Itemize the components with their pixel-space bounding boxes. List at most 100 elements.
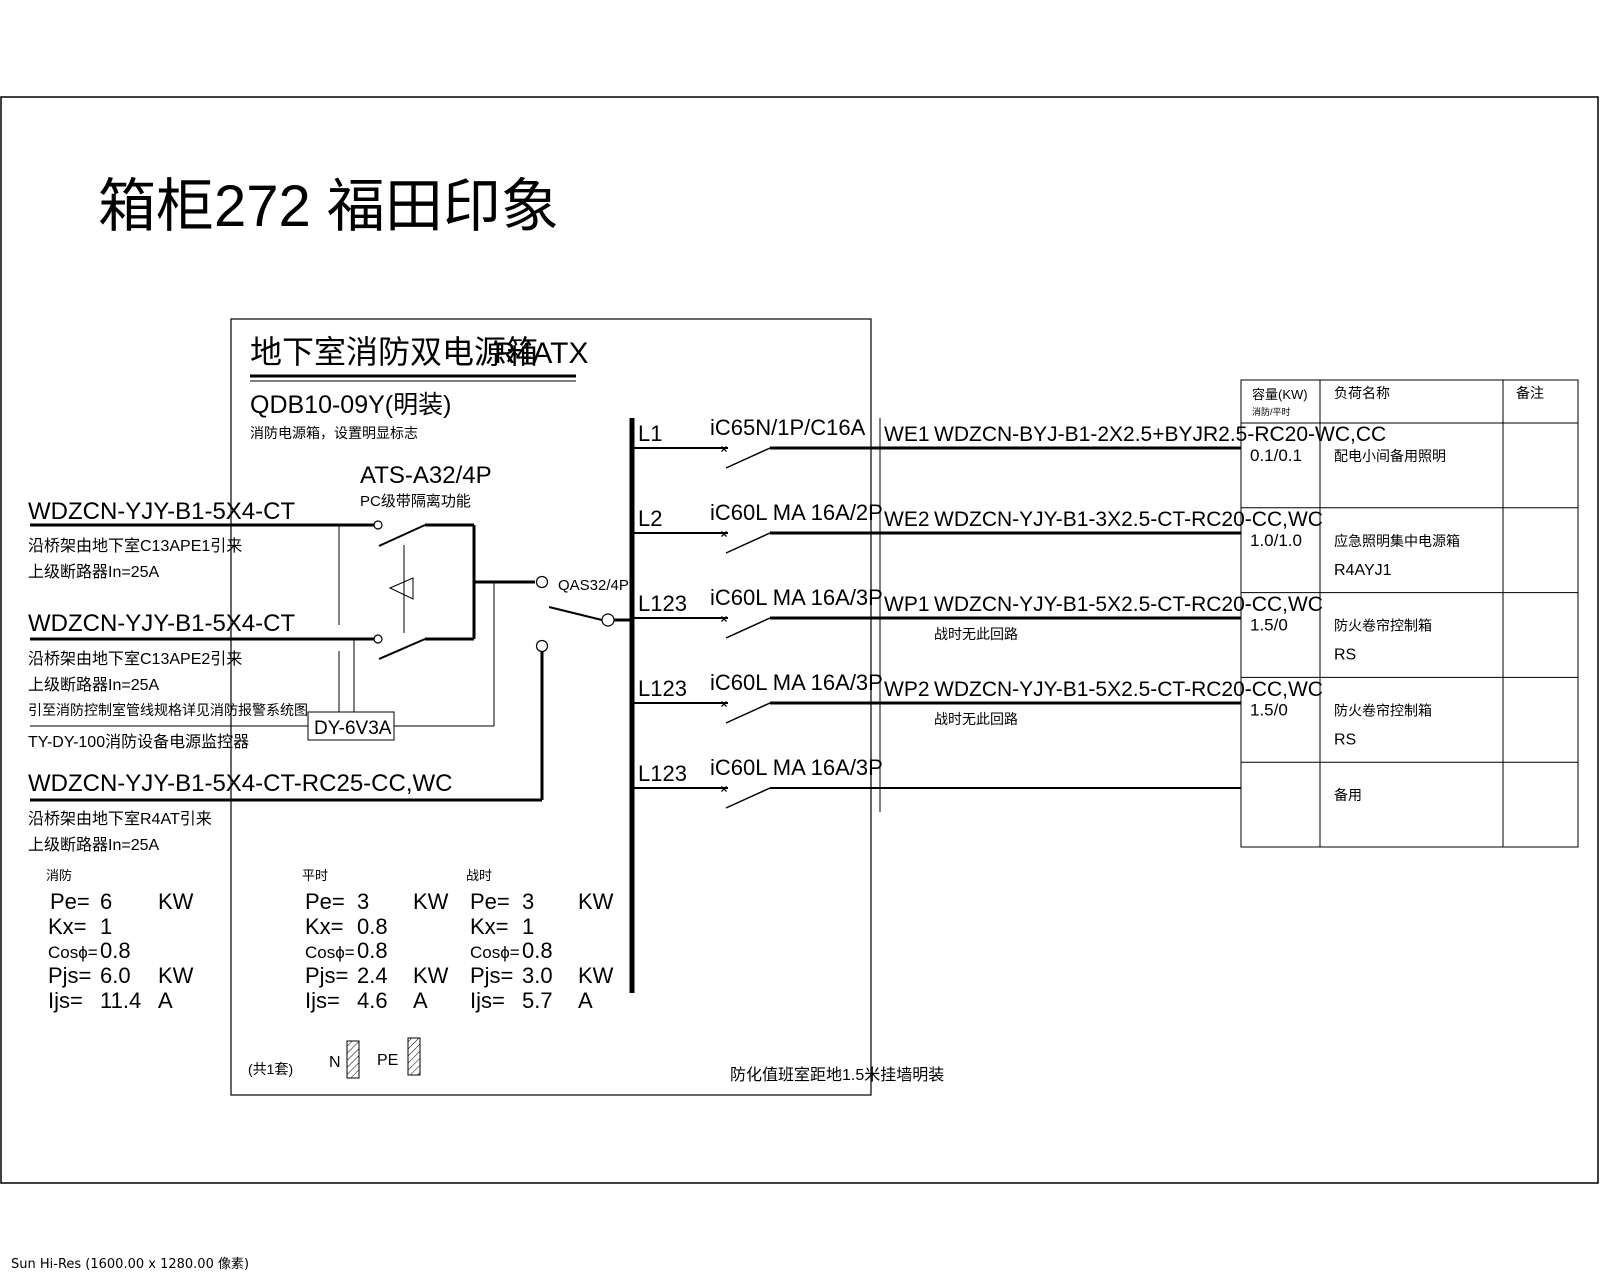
circuit-id: WE2 xyxy=(884,508,930,531)
circuit-phase: L123 xyxy=(638,761,687,786)
breaker-x-icon: × xyxy=(720,697,727,711)
calc-kx-label: Kx= xyxy=(48,914,87,939)
circuit-id: WP2 xyxy=(884,678,930,701)
image-info-footer: Sun Hi-Res (1600.00 x 1280.00 像素) xyxy=(11,1257,250,1272)
calc-block-fire: 消防 Pe= 6 KW Kx= 1 Cosϕ= 0.8 Pjs= 6.0 KW … xyxy=(46,868,194,1013)
calc-cos-value: 0.8 xyxy=(522,938,553,963)
qas-contact-1 xyxy=(535,575,549,589)
incoming-2-source: 沿桥架由地下室C13APE2引来 xyxy=(28,650,242,668)
calc-pe-unit: KW xyxy=(158,889,194,914)
ats-note: PC级带隔离功能 xyxy=(360,493,471,510)
incoming-3-source: 沿桥架由地下室R4AT引来 xyxy=(28,810,212,828)
calc-pjs-value: 2.4 xyxy=(357,963,388,988)
calc-cos-label: Cosϕ= xyxy=(305,943,355,962)
calc-ijs-value: 11.4 xyxy=(100,988,141,1013)
set-count: (共1套) xyxy=(248,1061,293,1077)
circuit-breaker: iC60L MA 16A/3P xyxy=(710,670,883,695)
circuit-note: 战时无此回路 xyxy=(934,626,1018,642)
table-cell-capacity: 1.5/0 xyxy=(1250,700,1288,719)
calc-cos-label: Cosϕ= xyxy=(470,943,520,962)
circuit-breaker: iC60L MA 16A/2P xyxy=(710,500,883,525)
calc-pe-label: Pe= xyxy=(305,889,345,914)
drawing-frame xyxy=(0,96,1599,1184)
circuit-cable: WDZCN-YJY-B1-3X2.5-CT-RC20-CC,WC xyxy=(934,508,1323,531)
circuit-breaker: iC65N/1P/C16A xyxy=(710,415,866,440)
qas-contact-3 xyxy=(535,639,549,653)
calc-kx-value: 1 xyxy=(522,914,534,939)
calc-ijs-label: Ijs= xyxy=(470,988,505,1013)
install-note: 防化值班室距地1.5米挂墙明装 xyxy=(730,1066,944,1084)
ats-contact-1 xyxy=(373,520,383,530)
calc-pjs-unit: KW xyxy=(578,963,614,988)
calc-ijs-label: Ijs= xyxy=(305,988,340,1013)
pe-terminal-icon xyxy=(407,1037,421,1076)
calc-ijs-value: 4.6 xyxy=(357,988,388,1013)
table-cell-load: 备用 xyxy=(1334,787,1362,803)
calc-pjs-label: Pjs= xyxy=(305,963,348,988)
calc-pe-label: Pe= xyxy=(470,889,510,914)
calc-pjs-value: 6.0 xyxy=(100,963,131,988)
table-cell-load: 防火卷帘控制箱 xyxy=(1334,702,1432,718)
drawing-title: 箱柜272 福田印象 xyxy=(98,174,559,239)
calc-pjs-value: 3.0 xyxy=(522,963,553,988)
calc-ijs-unit: A xyxy=(413,988,428,1013)
calc-pe-value: 3 xyxy=(357,889,369,914)
pe-label: PE xyxy=(377,1052,398,1069)
box-code: R4ATX xyxy=(494,337,588,370)
qas-pivot xyxy=(601,613,615,627)
calc-heading: 平时 xyxy=(302,868,328,883)
table-cell-capacity: 1.0/1.0 xyxy=(1250,531,1302,550)
breaker-blade-icon xyxy=(725,702,771,724)
calc-cos-value: 0.8 xyxy=(357,938,388,963)
calc-pjs-unit: KW xyxy=(158,963,194,988)
calc-pe-value: 3 xyxy=(522,889,534,914)
table-cell-load: 配电小间备用照明 xyxy=(1334,448,1446,464)
table-header-capacity-sub: 消防/平时 xyxy=(1252,406,1291,417)
incoming-1-breaker: 上级断路器In=25A xyxy=(28,563,159,581)
table-border xyxy=(1240,379,1579,848)
circuit-phase: L2 xyxy=(638,506,662,531)
incoming-3-cable: WDZCN-YJY-B1-5X4-CT-RC25-CC,WC xyxy=(28,770,452,797)
calc-kx-value: 0.8 xyxy=(357,914,388,939)
table-cell-load-code: R4AYJ1 xyxy=(1334,562,1392,579)
circuit-breaker: iC60L MA 16A/3P xyxy=(710,755,883,780)
calc-cos-label: Cosϕ= xyxy=(48,943,98,962)
ats-contact-2 xyxy=(373,634,383,644)
calc-heading: 消防 xyxy=(46,868,72,883)
breaker-blade-icon xyxy=(725,787,771,809)
incoming-1-source: 沿桥架由地下室C13APE1引来 xyxy=(28,537,242,555)
table-cell-load: 防火卷帘控制箱 xyxy=(1334,618,1432,634)
monitor-device: TY-DY-100消防设备电源监控器 xyxy=(28,733,249,751)
n-label: N xyxy=(329,1054,341,1071)
incoming-3-breaker: 上级断路器In=25A xyxy=(28,836,159,854)
table-cell-capacity: 0.1/0.1 xyxy=(1250,446,1302,465)
calc-pe-value: 6 xyxy=(100,889,112,914)
breaker-blade-icon xyxy=(725,617,771,639)
calc-cos-value: 0.8 xyxy=(100,938,131,963)
box-model: QDB10-09Y(明装) xyxy=(250,391,451,419)
monitor-box xyxy=(307,711,395,741)
circuit-phase: L123 xyxy=(638,676,687,701)
breaker-x-icon: × xyxy=(720,442,727,456)
calc-kx-label: Kx= xyxy=(305,914,344,939)
breaker-blade-icon xyxy=(725,447,771,469)
incoming-1-cable: WDZCN-YJY-B1-5X4-CT xyxy=(28,498,295,525)
breaker-x-icon: × xyxy=(720,612,727,626)
calc-pjs-label: Pjs= xyxy=(48,963,91,988)
breaker-x-icon: × xyxy=(720,527,727,541)
calc-pe-unit: KW xyxy=(413,889,449,914)
circuit-cable: WDZCN-YJY-B1-5X2.5-CT-RC20-CC,WC xyxy=(934,593,1323,616)
circuit-phase: L1 xyxy=(638,421,662,446)
table-cell-capacity: 1.5/0 xyxy=(1250,616,1288,635)
table-row: 0.1/0.1 配电小间备用照明 xyxy=(1250,446,1446,465)
monitor-label: DY-6V3A xyxy=(314,718,392,739)
calc-ijs-unit: A xyxy=(158,988,173,1013)
